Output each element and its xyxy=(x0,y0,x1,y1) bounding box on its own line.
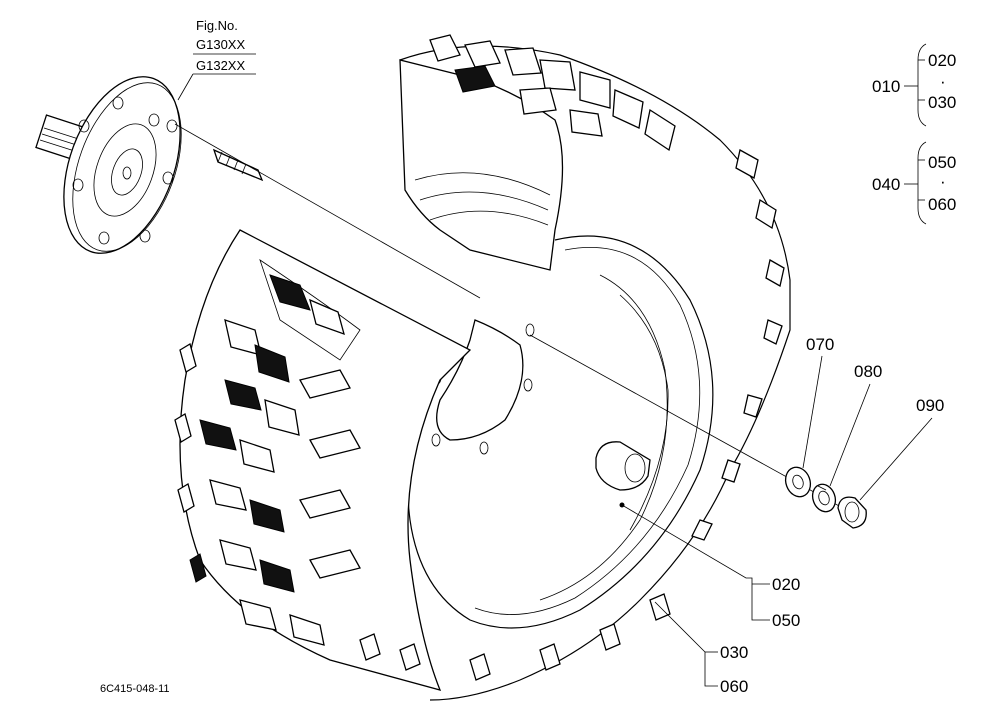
wheel-rim xyxy=(406,235,714,629)
flat-washer-070 xyxy=(784,466,812,498)
callout-090: 090 xyxy=(916,396,944,415)
callout-050: 050 xyxy=(772,611,800,630)
callout-040-dot: · xyxy=(940,172,946,191)
callout-040-sub-b: 060 xyxy=(928,195,956,214)
callout-040: 040 xyxy=(872,175,900,194)
callout-040-sub-a: 050 xyxy=(928,153,956,172)
drawing-code: 6C415-048-11 xyxy=(100,683,170,695)
callout-070-group: 070 xyxy=(802,335,834,469)
nut-090 xyxy=(837,496,867,529)
callout-040-group: 040 050 · 060 xyxy=(872,141,956,225)
callout-020: 020 xyxy=(772,575,800,594)
callout-030-060-group: 030 060 xyxy=(654,601,748,696)
model-2: G132XX xyxy=(196,58,245,73)
alignment-line xyxy=(174,123,481,299)
callout-030: 030 xyxy=(720,643,748,662)
hub-flange xyxy=(35,76,182,254)
callout-010-group: 010 020 · 030 xyxy=(872,43,956,127)
wheel-stud xyxy=(212,148,264,182)
model-1: G130XX xyxy=(196,37,245,52)
tire-upper-section xyxy=(399,34,791,701)
figure-info: Fig.No. G130XX G132XX xyxy=(177,18,256,101)
callout-060: 060 xyxy=(720,677,748,696)
callout-020-050-group: 020 050 xyxy=(621,504,800,630)
callout-080: 080 xyxy=(854,362,882,381)
callout-080-group: 080 xyxy=(829,362,882,487)
lock-washer-080 xyxy=(811,483,837,513)
callout-010: 010 xyxy=(872,77,900,96)
tire-front xyxy=(174,229,671,691)
callout-010-sub-a: 020 xyxy=(928,51,956,70)
callout-010-dot: · xyxy=(940,72,946,91)
fig-no-label: Fig.No. xyxy=(196,18,238,33)
callout-090-group: 090 xyxy=(859,396,944,501)
callout-010-sub-b: 030 xyxy=(928,93,956,112)
callout-070: 070 xyxy=(806,335,834,354)
